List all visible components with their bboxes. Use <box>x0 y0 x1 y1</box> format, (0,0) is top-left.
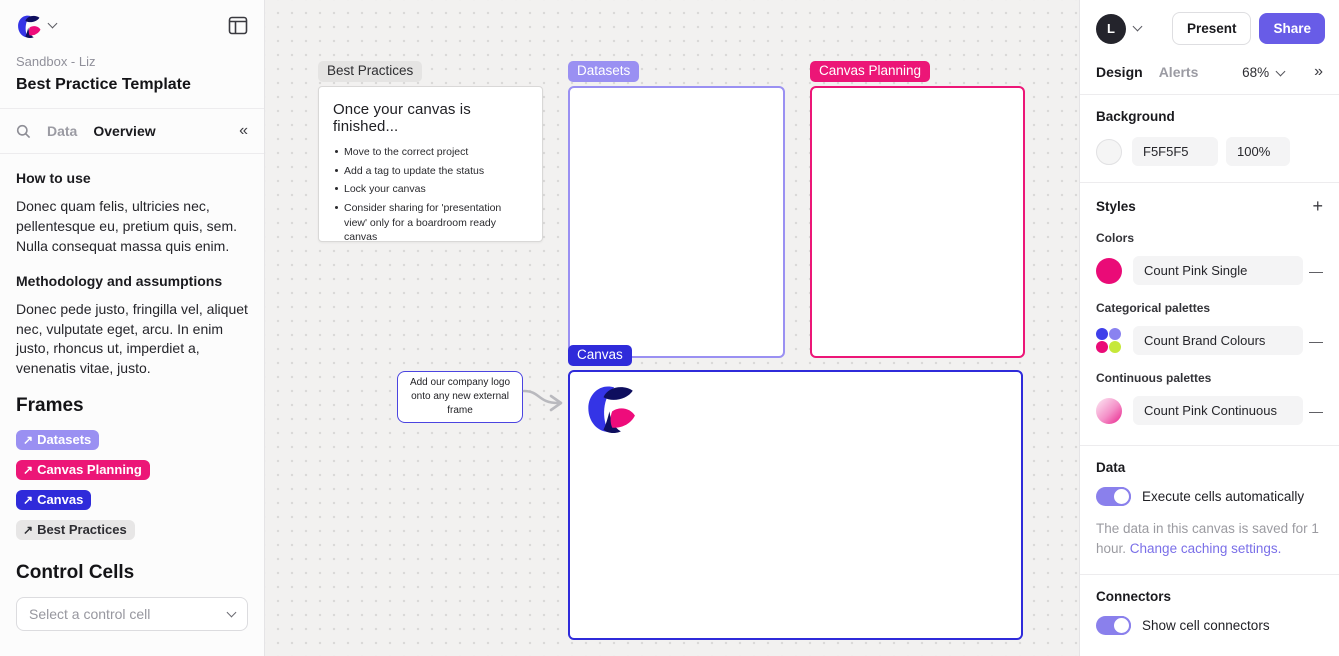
tab-design[interactable]: Design <box>1096 64 1143 80</box>
control-cells-heading: Control Cells <box>16 562 135 584</box>
share-button[interactable]: Share <box>1259 13 1325 44</box>
arrow-ne-icon: ↗ <box>23 433 34 448</box>
continuous-palettes-label: Continuous palettes <box>1096 371 1212 385</box>
right-panel: L Present Share Design Alerts 68% » Back… <box>1079 0 1339 656</box>
remove-color-button[interactable]: — <box>1309 262 1323 279</box>
user-menu[interactable]: L <box>1096 13 1143 44</box>
methodology-heading: Methodology and assumptions <box>16 272 223 289</box>
frame-label-canvas[interactable]: Canvas <box>568 345 632 366</box>
chevron-down-icon <box>47 18 58 29</box>
tab-overview[interactable]: Overview <box>93 123 156 139</box>
pink-color-swatch[interactable] <box>1096 257 1122 284</box>
continuous-name-input[interactable]: Count Pink Continuous <box>1133 396 1303 425</box>
continuous-palette-swatch[interactable] <box>1096 397 1122 424</box>
show-connectors-label: Show cell connectors <box>1142 618 1270 634</box>
frame-best-practices[interactable]: Once your canvas is finished... Move to … <box>318 86 543 245</box>
style-row-categorical: Count Brand Colours — <box>1096 326 1323 355</box>
company-logo-image[interactable] <box>584 381 636 433</box>
categorical-palettes-label: Categorical palettes <box>1096 301 1211 315</box>
how-to-use-heading: How to use <box>16 170 91 186</box>
tab-data[interactable]: Data <box>47 123 78 139</box>
frame-label-datasets[interactable]: Datasets <box>568 61 640 82</box>
connectors-heading: Connectors <box>1096 589 1172 605</box>
canvas-title: Best Practice Template <box>16 76 191 93</box>
collapse-sidebar-icon[interactable]: « <box>239 122 248 139</box>
present-button[interactable]: Present <box>1171 12 1252 45</box>
frame-label-canvas-planning[interactable]: Canvas Planning <box>810 61 931 82</box>
list-item: Consider sharing for 'presentation view'… <box>333 201 525 245</box>
list-item: Lock your canvas <box>333 182 525 197</box>
background-heading: Background <box>1096 109 1175 124</box>
canvas-workspace[interactable]: Best Practices Once your canvas is finis… <box>265 0 1079 656</box>
chevron-down-icon <box>226 607 237 618</box>
frame-link-canvas[interactable]: ↗Canvas <box>16 490 92 511</box>
frame-datasets[interactable] <box>568 86 785 358</box>
add-style-button[interactable]: + <box>1312 196 1323 216</box>
frames-heading: Frames <box>16 395 84 417</box>
style-row-continuous: Count Pink Continuous — <box>1096 396 1323 425</box>
execute-cells-toggle[interactable] <box>1096 487 1131 506</box>
caching-caption: The data in this canvas is saved for 1 h… <box>1096 521 1319 556</box>
control-cell-placeholder: Select a control cell <box>29 606 151 623</box>
collapse-panel-icon[interactable]: » <box>1314 63 1323 80</box>
show-connectors-toggle[interactable] <box>1096 616 1131 636</box>
breadcrumb-workspace[interactable]: Sandbox - Liz <box>16 54 96 69</box>
arrow-ne-icon: ↗ <box>23 493 34 508</box>
sticky-note[interactable]: Add our company logo onto any new extern… <box>397 371 523 423</box>
left-sidebar: Sandbox - Liz Best Practice Template Dat… <box>0 0 265 656</box>
colors-label: Colors <box>1096 231 1135 245</box>
list-item: Add a tag to update the status <box>333 164 525 179</box>
avatar: L <box>1096 13 1126 44</box>
color-name-input[interactable]: Count Pink Single <box>1133 256 1303 285</box>
tab-alerts[interactable]: Alerts <box>1158 64 1199 80</box>
remove-categorical-button[interactable]: — <box>1309 332 1323 349</box>
connector-arrow <box>522 389 563 412</box>
count-logo-icon <box>18 15 41 38</box>
workspace-logo-menu[interactable] <box>16 13 58 38</box>
execute-cells-label: Execute cells automatically <box>1142 489 1305 504</box>
data-heading: Data <box>1096 460 1126 475</box>
list-item: Move to the correct project <box>333 145 525 160</box>
frame-canvas[interactable] <box>568 370 1023 640</box>
zoom-level-control[interactable]: 68% <box>1242 64 1286 80</box>
chevron-down-icon <box>1132 21 1143 32</box>
best-practices-card-heading: Once your canvas is finished... <box>333 101 471 135</box>
categorical-palette-swatch[interactable] <box>1096 327 1122 354</box>
sidebar-tab-bar: Data Overview « <box>0 108 264 154</box>
background-color-input[interactable]: F5F5F5 <box>1132 137 1218 166</box>
best-practices-list: Move to the correct project Add a tag to… <box>333 145 530 245</box>
methodology-body: Donec pede justo, fringilla vel, aliquet… <box>16 300 248 377</box>
arrow-ne-icon: ↗ <box>23 463 34 478</box>
toggle-sidebar-panel-icon[interactable] <box>228 16 248 35</box>
change-caching-link[interactable]: Change caching settings. <box>1129 540 1282 556</box>
zoom-level-value: 68% <box>1242 64 1270 80</box>
how-to-use-body: Donec quam felis, ultricies nec, pellent… <box>16 198 238 254</box>
frame-label-best-practices[interactable]: Best Practices <box>318 61 423 82</box>
remove-continuous-button[interactable]: — <box>1309 402 1323 419</box>
background-color-swatch[interactable] <box>1096 138 1122 165</box>
frame-link-best-practices[interactable]: ↗Best Practices <box>16 520 135 541</box>
sticky-note-text: Add our company logo onto any new extern… <box>409 377 511 416</box>
arrow-ne-icon: ↗ <box>23 523 34 538</box>
control-cell-select[interactable]: Select a control cell <box>16 597 248 632</box>
frame-link-datasets[interactable]: ↗Datasets <box>16 430 100 451</box>
chevron-down-icon <box>1275 66 1286 76</box>
frame-link-canvas-planning[interactable]: ↗Canvas Planning <box>16 460 150 481</box>
styles-heading: Styles <box>1096 198 1136 214</box>
style-row-single-color: Count Pink Single — <box>1096 256 1323 285</box>
background-opacity-input[interactable]: 100% <box>1226 137 1290 166</box>
frame-canvas-planning[interactable] <box>810 86 1025 358</box>
search-icon[interactable] <box>16 124 31 139</box>
categorical-name-input[interactable]: Count Brand Colours <box>1133 326 1303 355</box>
